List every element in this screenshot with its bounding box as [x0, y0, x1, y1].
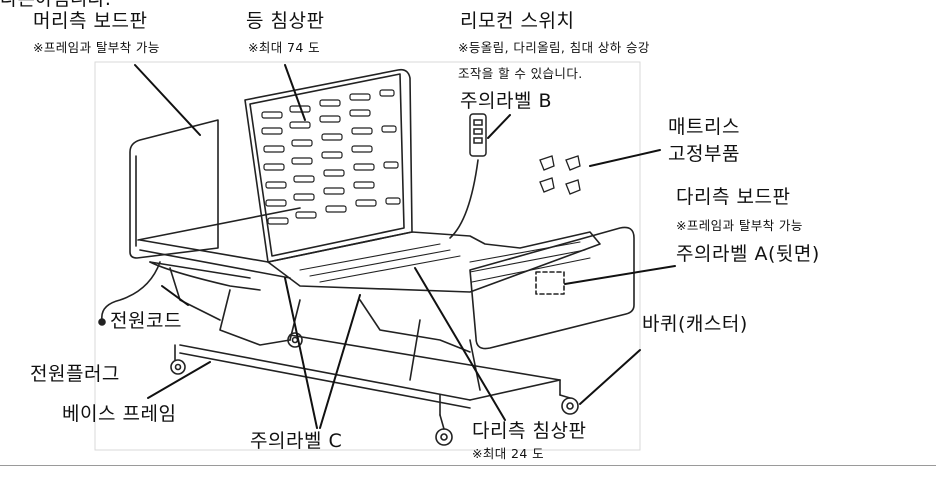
mattress-parts-label-2: 고정부품 — [668, 143, 740, 165]
leader-back-deck — [284, 64, 306, 121]
remote-note-2: 조작을 할 수 있습니다. — [458, 66, 583, 81]
leader-power-cord — [161, 285, 189, 306]
headboard-note: ※프레임과 탈부착 가능 — [33, 40, 160, 55]
back-deck-note: ※최대 74 도 — [248, 40, 321, 55]
power-cord-label: 전원코드 — [110, 310, 182, 332]
warning-b-label: 주의라벨 B — [460, 90, 552, 112]
leader-warning-a — [564, 265, 676, 285]
remote-note-1: ※등올림, 다리올림, 침대 상하 승강 — [458, 40, 650, 55]
warning-c-label: 주의라벨 C — [250, 430, 343, 452]
leader-warning-b — [487, 114, 511, 139]
caster-shapes — [170, 332, 579, 446]
remote-controller-shape — [469, 113, 487, 157]
leg-deck-note: ※최대 24 도 — [472, 446, 545, 461]
footboard-label: 다리측 보드판 — [676, 186, 791, 208]
mattress-fixing-parts-shape — [539, 155, 581, 195]
warning-a-label: 주의라벨 A(뒷면) — [676, 243, 820, 265]
headboard-label: 머리측 보드판 — [33, 10, 148, 32]
power-plug-label: 전원플러그 — [30, 363, 120, 385]
back-deck-label: 등 침상판 — [246, 10, 325, 32]
mattress-parts-label-1: 매트리스 — [668, 116, 740, 138]
illustration-frame — [94, 61, 641, 451]
leg-deck-shape — [267, 231, 601, 293]
leader-base-frame — [147, 361, 211, 399]
leg-deck-label: 다리측 침상판 — [472, 420, 587, 442]
leader-warning-c-1 — [284, 277, 318, 429]
top-cut-text: 다른아림니다. — [0, 0, 111, 9]
footboard-note: ※프레임과 탈부착 가능 — [676, 218, 803, 233]
footer-divider — [0, 465, 936, 466]
base-frame-label: 베이스 프레임 — [62, 403, 177, 425]
power-plug-shape — [98, 318, 106, 326]
leader-caster — [579, 349, 641, 405]
base-frame-shape — [174, 334, 561, 416]
leader-mattress-parts — [589, 149, 661, 167]
caster-label: 바퀴(캐스터) — [642, 313, 748, 335]
remote-label: 리모컨 스위치 — [460, 10, 575, 32]
power-cord-shape — [101, 261, 161, 321]
leader-headboard — [134, 64, 201, 136]
footboard-shape — [469, 226, 635, 350]
leader-warning-c-2 — [319, 294, 361, 429]
leader-leg-deck — [414, 267, 506, 421]
headboard-shape — [129, 119, 219, 259]
back-deck-shape — [244, 68, 413, 263]
